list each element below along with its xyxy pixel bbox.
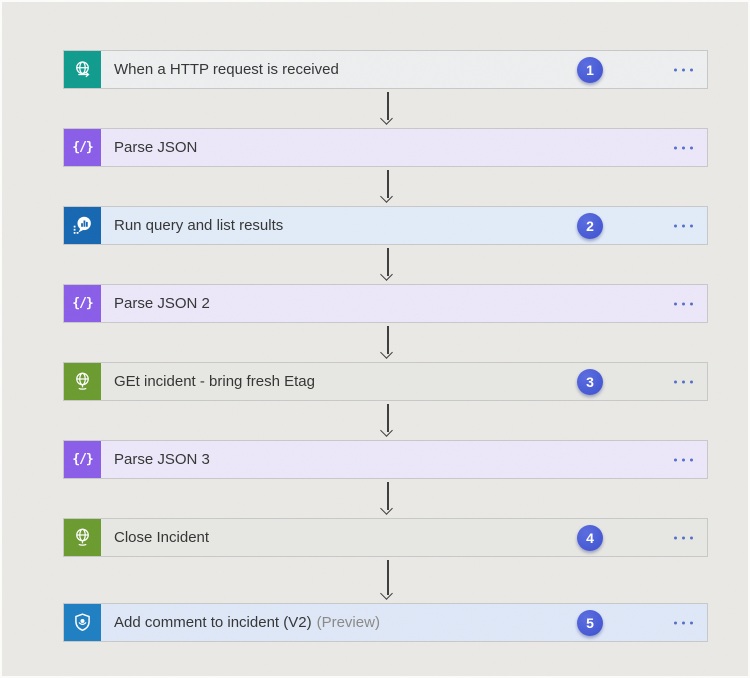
step-title-text: When a HTTP request is received [114,61,339,78]
step-title: Parse JSON 3 [114,451,210,468]
flow-step-row[interactable]: {/} Parse JSON [64,129,707,166]
step-title-text: Close Incident [114,529,210,546]
ellipsis-dot [682,380,685,383]
connector-arrow [379,326,397,359]
flow-step-row[interactable]: When a HTTP request is received 1 [64,51,707,88]
ellipsis-dot [682,458,685,461]
flow-step-row[interactable]: {/} Parse JSON 3 [64,441,707,478]
monitor-logs-bubble-chart-icon [73,216,91,234]
ellipsis-dot [674,302,677,305]
flow-step-row[interactable]: Close Incident 4 [64,519,707,556]
ellipsis-dot [674,224,677,227]
ellipsis-dot [690,224,693,227]
ellipsis-dot [682,224,685,227]
http-globe-stand-icon [76,528,89,546]
ellipsis-dot [690,380,693,383]
connector-arrow [379,560,397,600]
connector-arrow [379,170,397,203]
ellipsis-dot [682,536,685,539]
step-menu-button[interactable] [668,452,699,467]
http-request-globe-icon [76,61,90,78]
http-globe-stand-icon [64,363,101,400]
connector-arrow [379,404,397,437]
ellipsis-dot [690,621,693,624]
ellipsis-dot [682,68,685,71]
connector-arrow-head [380,587,394,600]
monitor-logs-bubble-chart-icon [64,207,101,244]
http-globe-stand-icon [76,372,89,390]
sentinel-shield-icon [64,604,101,641]
connector-arrow [379,248,397,281]
ellipsis-dot [690,458,693,461]
step-menu-button[interactable] [668,374,699,389]
step-menu-button[interactable] [668,62,699,77]
json-braces-icon: {/} [64,441,101,478]
connector-arrow-head [380,268,394,281]
ellipsis-dot [674,536,677,539]
step-title: Parse JSON 2 [114,295,210,312]
step-menu-button[interactable] [668,615,699,630]
connector-arrow [379,482,397,515]
ellipsis-dot [682,146,685,149]
connector-arrow-head [380,502,394,515]
flow-step-row[interactable]: Run query and list results 2 [64,207,707,244]
step-title-text: Parse JSON 2 [114,295,210,312]
ellipsis-dot [690,146,693,149]
flow-step-row[interactable]: Add comment to incident (V2) (Preview) 5 [64,604,707,641]
connector-arrow-head [380,190,394,203]
ellipsis-dot [690,302,693,305]
ellipsis-dot [682,302,685,305]
connector-arrow-head [380,424,394,437]
flow-step-row[interactable]: {/} Parse JSON 2 [64,285,707,322]
sentinel-shield-icon [75,613,90,632]
http-request-globe-icon [64,51,101,88]
step-title: Parse JSON [114,139,197,156]
ellipsis-dot [674,380,677,383]
json-braces-icon: {/} [72,140,94,155]
step-menu-button[interactable] [668,296,699,311]
json-braces-icon: {/} [64,285,101,322]
step-number-badge: 3 [577,368,603,395]
step-title-text: GEt incident - bring fresh Etag [114,373,315,390]
step-title: Add comment to incident (V2) (Preview) [114,614,380,631]
http-globe-stand-icon [64,519,101,556]
step-number-badge: 4 [577,524,603,551]
step-number-badge: 2 [577,212,603,239]
ellipsis-dot [674,146,677,149]
ellipsis-dot [690,536,693,539]
connector-arrow-head [380,346,394,359]
step-menu-button[interactable] [668,530,699,545]
step-title-text: Run query and list results [114,217,284,234]
connector-arrow-head [380,112,394,125]
json-braces-icon: {/} [64,129,101,166]
step-menu-button[interactable] [668,140,699,155]
step-title-preview-tag: (Preview) [316,614,380,631]
ellipsis-dot [690,68,693,71]
ellipsis-dot [682,621,685,624]
flow-step-row[interactable]: GEt incident - bring fresh Etag 3 [64,363,707,400]
step-title: GEt incident - bring fresh Etag [114,373,315,390]
step-title-text: Add comment to incident (V2) [114,614,312,631]
json-braces-icon: {/} [72,296,94,311]
step-number-badge: 5 [577,609,603,636]
json-braces-icon: {/} [72,452,94,467]
step-title: Close Incident [114,529,209,546]
step-number-badge: 1 [577,56,603,83]
step-title: Run query and list results [114,217,283,234]
step-title-text: Parse JSON 3 [114,451,210,468]
ellipsis-dot [674,621,677,624]
connector-arrow [379,92,397,125]
step-title-text: Parse JSON [114,139,198,156]
step-title: When a HTTP request is received [114,61,339,78]
step-menu-button[interactable] [668,218,699,233]
ellipsis-dot [674,458,677,461]
ellipsis-dot [674,68,677,71]
